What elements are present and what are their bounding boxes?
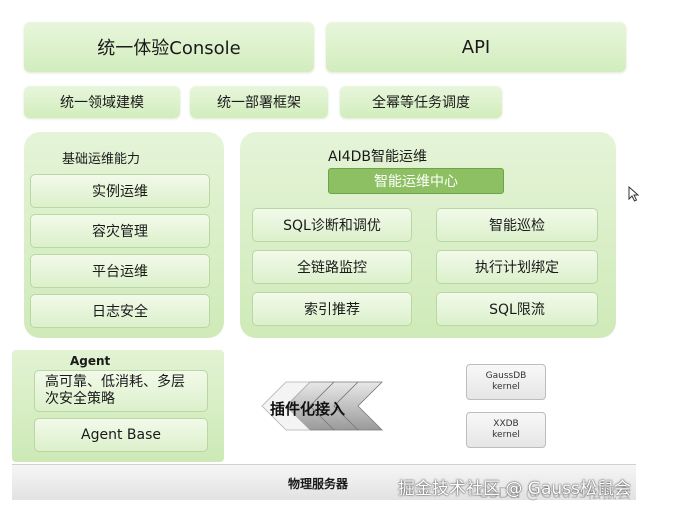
disaster-recovery-item: 容灾管理 [30,214,210,248]
smart-inspection-item: 智能巡检 [436,208,598,242]
physical-server-bar: 物理服务器 [12,464,636,500]
gaussdb-kernel-box: GaussDB kernel [466,364,546,400]
xxdb-kernel-box: XXDB kernel [466,412,546,448]
idempotent-scheduling-label: 全幂等任务调度 [372,95,470,111]
api-label: API [461,36,491,58]
console-label: 统一体验Console [97,38,241,59]
basic-ops-panel: 基础运维能力 实例运维 容灾管理 平台运维 日志安全 [24,132,224,338]
unified-domain-modeling-box: 统一领域建模 [24,86,180,118]
xxdb-kernel-name: XXDB [493,419,519,429]
plugin-arrows-icon [261,381,383,431]
xxdb-kernel-sub: kernel [492,430,520,440]
unified-deploy-framework-label: 统一部署框架 [217,95,301,111]
plugin-label: 插件化接入 [270,400,346,418]
mouse-cursor-icon [628,186,640,202]
watermark-back: CSDN @Gauss松鼠会 [478,484,632,502]
plan-binding-item: 执行计划绑定 [436,250,598,284]
gaussdb-kernel-name: GaussDB [485,371,527,381]
agent-reliability-item: 高可靠、低消耗、多层次安全策略 [34,370,208,412]
agent-title: Agent [70,354,111,368]
full-link-monitor-item: 全链路监控 [252,250,412,284]
basic-ops-title: 基础运维能力 [62,152,141,167]
physical-server-label: 物理服务器 [288,477,349,491]
watermark-text: 掘金技术社区 @ Gauss松鼠会 [398,479,631,499]
unified-deploy-framework-box: 统一部署框架 [190,86,328,118]
gaussdb-kernel-sub: kernel [492,382,520,392]
api-box: API [326,22,626,72]
log-security-item: 日志安全 [30,294,210,328]
console-box: 统一体验Console [24,22,314,72]
idempotent-scheduling-box: 全幂等任务调度 [340,86,502,118]
smart-ops-center-label: 智能运维中心 [374,174,458,190]
ai4db-title: AI4DB智能运维 [328,149,427,165]
unified-domain-modeling-label: 统一领域建模 [60,95,144,111]
instance-ops-item: 实例运维 [30,174,210,208]
smart-ops-center-bar: 智能运维中心 [328,168,504,194]
sql-diagnosis-item: SQL诊断和调优 [252,208,412,242]
agent-reliability-label: 高可靠、低消耗、多层次安全策略 [45,374,185,407]
platform-ops-item: 平台运维 [30,254,210,288]
index-recommend-item: 索引推荐 [252,292,412,326]
ai4db-panel: AI4DB智能运维 智能运维中心 SQL诊断和调优 全链路监控 索引推荐 智能巡… [240,132,616,338]
sql-throttle-item: SQL限流 [436,292,598,326]
agent-panel: Agent 高可靠、低消耗、多层次安全策略 Agent Base [12,350,224,462]
agent-base-item: Agent Base [34,418,208,452]
